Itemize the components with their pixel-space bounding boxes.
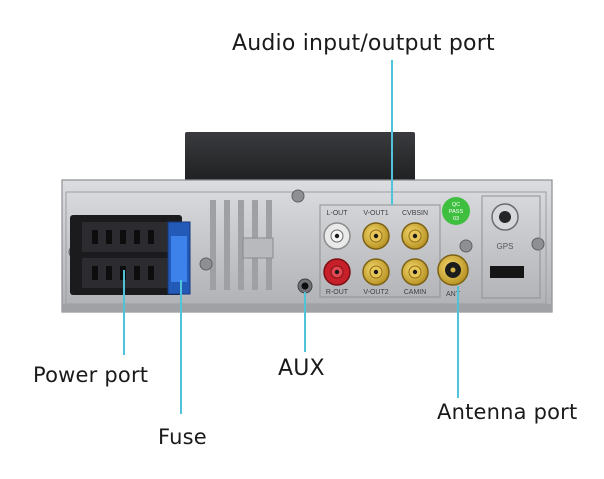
- rca-jack-v-out2: [362, 258, 390, 286]
- label-gps: GPS: [497, 242, 514, 251]
- rca-area-frame: [319, 204, 441, 298]
- callout-aux: AUX: [278, 356, 325, 381]
- gps-port: [491, 203, 519, 231]
- qc-pass-sticker: QC PASS 03: [442, 197, 470, 225]
- qc-text-1: QC: [452, 202, 460, 208]
- callout-power-port: Power port: [33, 363, 149, 387]
- rca-jack-cvbs-in: [401, 222, 429, 250]
- panel-bottom-lip: [62, 304, 552, 312]
- gps-slot: [490, 266, 524, 278]
- rca-jack-cam-in: [401, 258, 429, 286]
- label-cvbs-in: CVBSIN: [402, 210, 428, 217]
- label-cam-in: CAMIN: [404, 289, 427, 296]
- label-r-out: R-OUT: [326, 289, 349, 296]
- label-v-out2: V-OUT2: [363, 289, 388, 296]
- rca-jack-v-out1: [362, 222, 390, 250]
- aux-jack: [297, 278, 313, 294]
- antenna-port-connector: [437, 254, 469, 286]
- rca-jack-r-out: [323, 258, 351, 286]
- callout-lines: [123, 60, 459, 414]
- label-ant: ANT: [446, 291, 461, 298]
- label-v-out1: V-OUT1: [363, 210, 388, 217]
- label-l-out: L-OUT: [327, 210, 349, 217]
- fuse-component: [167, 221, 191, 295]
- callout-fuse: Fuse: [158, 425, 207, 449]
- chassis-top: [185, 132, 415, 182]
- vent-bracket: [242, 237, 274, 259]
- qc-text-2: PASS: [449, 209, 464, 215]
- qc-text-3: 03: [453, 216, 459, 222]
- rca-jack-l-out: [323, 222, 351, 250]
- power-port-connector: [70, 215, 182, 295]
- callout-antenna-port: Antenna port: [437, 400, 578, 424]
- callout-audio-port: Audio input/output port: [232, 31, 495, 56]
- gps-area-frame: [481, 195, 541, 299]
